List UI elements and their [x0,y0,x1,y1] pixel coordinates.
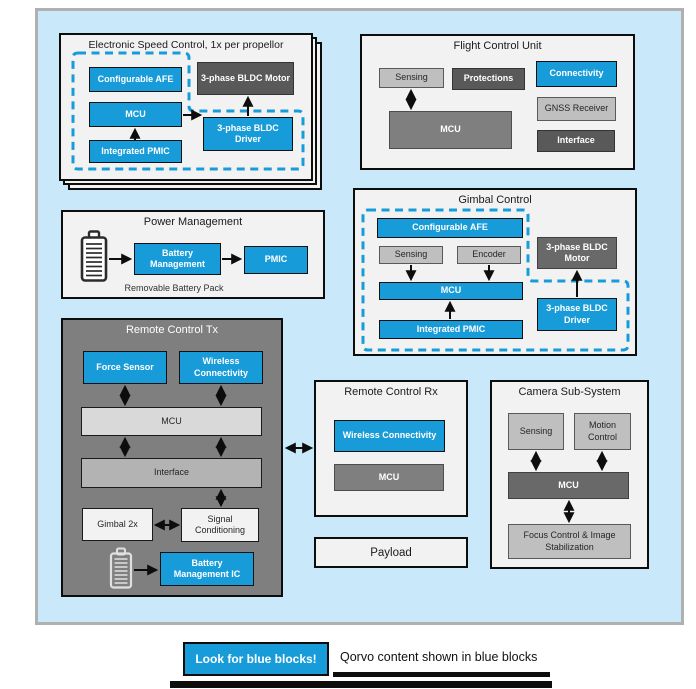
esc-bldc-driver-block: 3-phase BLDC Driver [203,117,293,151]
gimbal-mcu-block: MCU [379,282,523,300]
tx-interface-block: Interface [81,458,262,488]
esc-configurable-afe-block: Configurable AFE [89,67,182,92]
legend-bottom-bar [170,681,552,688]
legend-blue-badge: Look for blue blocks! [183,642,329,676]
gimbal-bldc-driver-block: 3-phase BLDC Driver [537,298,617,331]
rx-title: Remote Control Rx [344,386,438,398]
camera-focus-control-block: Focus Control & Image Stabilization [508,524,631,559]
camera-mcu-block: MCU [508,472,629,499]
esc-bldc-motor-block: 3-phase BLDC Motor [197,62,294,95]
esc-integrated-pmic-block: Integrated PMIC [89,140,182,163]
legend-underline-bar [333,672,550,677]
tx-force-sensor-block: Force Sensor [83,351,167,384]
gimbal-title: Gimbal Control [458,194,532,206]
fcu-title: Flight Control Unit [453,40,542,52]
tx-gimbal-2x-block: Gimbal 2x [82,508,153,541]
gimbal-configurable-afe-block: Configurable AFE [377,218,523,238]
esc-mcu-block: MCU [89,102,182,127]
fcu-mcu-block: MCU [389,111,512,149]
esc-title: Electronic Speed Control, 1x per propell… [88,39,284,51]
rx-wireless-connectivity-block: Wireless Connectivity [334,420,445,452]
power-title: Power Management [143,216,243,228]
gimbal-integrated-pmic-block: Integrated PMIC [379,320,523,339]
gimbal-encoder-block: Encoder [457,246,521,264]
payload-title: Payload [370,546,412,559]
fcu-gnss-receiver-block: GNSS Receiver [537,97,616,121]
fcu-sensing-block: Sensing [379,68,444,88]
tx-battery-management-ic-block: Battery Management IC [160,552,254,586]
fcu-interface-block: Interface [537,130,615,152]
removable-battery-caption: Removable Battery Pack [124,283,224,293]
tx-wireless-connectivity-block: Wireless Connectivity [179,351,263,384]
fcu-connectivity-block: Connectivity [536,61,617,87]
rx-mcu-block: MCU [334,464,444,491]
section-payload: Payload [314,537,468,568]
tx-signal-conditioning-block: Signal Conditioning [181,508,259,542]
power-pmic-block: PMIC [244,246,308,274]
gimbal-bldc-motor-block: 3-phase BLDC Motor [537,237,617,269]
gimbal-sensing-block: Sensing [379,246,443,264]
power-battery-management-block: Battery Management [134,243,221,275]
camera-title: Camera Sub-System [518,386,621,398]
tx-title: Remote Control Tx [125,324,219,336]
camera-motion-control-block: Motion Control [574,413,631,450]
tx-mcu-block: MCU [81,407,262,436]
legend-text: Qorvo content shown in blue blocks [340,650,538,664]
camera-sensing-block: Sensing [508,413,564,450]
fcu-protections-block: Protections [452,68,525,90]
